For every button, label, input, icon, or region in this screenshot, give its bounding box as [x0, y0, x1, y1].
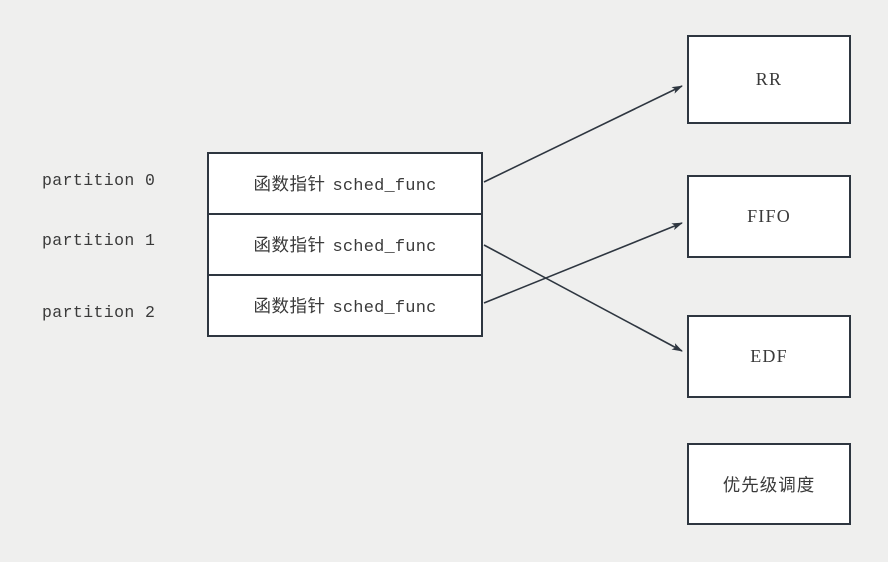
policy-box-edf[interactable]: EDF — [687, 315, 851, 398]
partition-row-2-text: 函数指针 sched_func — [253, 293, 436, 318]
edge-partition1-to-edf — [483, 244, 683, 352]
policy-box-priority-scheduling[interactable]: 优先级调度 — [687, 443, 851, 525]
partition-row-0-text: 函数指针 sched_func — [253, 171, 436, 196]
partition-label-2: partition 2 — [42, 303, 156, 322]
policy-box-fifo[interactable]: FIFO — [687, 175, 851, 258]
partition-row-1-cjk: 函数指针 — [253, 236, 326, 256]
edge-partition0-to-rr — [483, 85, 683, 183]
edge-partition2-to-fifo — [483, 222, 683, 304]
policy-box-edf-label: EDF — [750, 346, 788, 366]
policy-box-fifo-label: FIFO — [747, 206, 791, 226]
partition-table: 函数指针 sched_func 函数指针 sched_func 函数指针 sched_… — [207, 152, 483, 337]
partition-row-2-cjk: 函数指针 — [253, 297, 326, 317]
partition-row-1-text: 函数指针 sched_func — [253, 232, 436, 257]
partition-row-2-mono: sched_func — [332, 299, 437, 318]
partition-row-1[interactable]: 函数指针 sched_func — [209, 215, 481, 276]
policy-box-rr[interactable]: RR — [687, 35, 851, 124]
partition-label-0: partition 0 — [42, 171, 156, 190]
policy-box-priority-scheduling-label: 优先级调度 — [722, 475, 816, 496]
partition-label-1: partition 1 — [42, 231, 156, 250]
partition-row-2[interactable]: 函数指针 sched_func — [209, 276, 481, 335]
partition-row-0[interactable]: 函数指针 sched_func — [209, 154, 481, 215]
policy-box-rr-label: RR — [755, 69, 783, 89]
partition-row-1-mono: sched_func — [332, 238, 437, 257]
partition-row-0-mono: sched_func — [332, 177, 437, 196]
partition-row-0-cjk: 函数指针 — [253, 175, 326, 195]
